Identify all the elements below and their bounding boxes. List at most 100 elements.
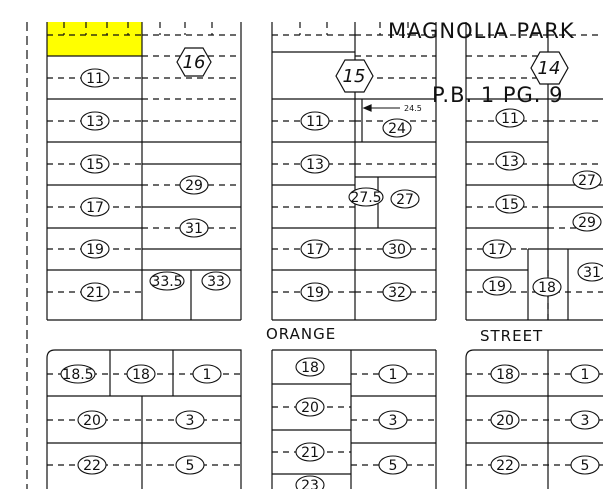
lot-number[interactable]: 19 bbox=[488, 279, 506, 295]
lot-number[interactable]: 3 bbox=[581, 413, 590, 429]
lot-number[interactable]: 15 bbox=[501, 197, 519, 213]
plat-book-label: P.B. 1 PG. 9 bbox=[432, 83, 564, 107]
lot-number[interactable]: 21 bbox=[301, 445, 319, 461]
lot-number[interactable]: 11 bbox=[86, 71, 104, 87]
lot-number-oval bbox=[482, 239, 512, 259]
lot-number[interactable]: 27.5 bbox=[350, 190, 381, 206]
lot-number[interactable]: 18 bbox=[538, 280, 556, 296]
lot-number[interactable]: 1 bbox=[203, 367, 212, 383]
lot-number[interactable]: 1 bbox=[389, 367, 398, 383]
lot-number[interactable]: 13 bbox=[306, 157, 324, 173]
lot-number-oval bbox=[80, 68, 110, 88]
lot-number-oval bbox=[295, 397, 325, 417]
block-14-hexagon bbox=[530, 51, 569, 85]
lot-number[interactable]: 24 bbox=[388, 121, 406, 137]
lot-number[interactable]: 5 bbox=[186, 458, 195, 474]
lot-number-oval bbox=[382, 239, 412, 259]
lot-number-oval bbox=[495, 194, 525, 214]
lot-number[interactable]: 23 bbox=[301, 478, 319, 489]
lot-number[interactable]: 17 bbox=[306, 242, 324, 258]
lot-number-oval bbox=[175, 410, 205, 430]
lot-number-oval bbox=[532, 277, 562, 297]
lot-number[interactable]: 19 bbox=[306, 285, 324, 301]
lot-number[interactable]: 20 bbox=[83, 413, 101, 429]
lot-number[interactable]: 20 bbox=[301, 400, 319, 416]
street-label-orange: ORANGE bbox=[266, 325, 336, 343]
lot-number-oval bbox=[77, 410, 107, 430]
lot-number[interactable]: 20 bbox=[496, 413, 514, 429]
lot-number[interactable]: 13 bbox=[501, 154, 519, 170]
lot-number[interactable]: 19 bbox=[86, 242, 104, 258]
lot-number[interactable]: 22 bbox=[83, 458, 101, 474]
lot-number-oval bbox=[495, 151, 525, 171]
block-16-hexagon bbox=[176, 47, 212, 77]
lot-number[interactable]: 31 bbox=[583, 265, 601, 281]
lot-number-oval bbox=[482, 276, 512, 296]
lot-number[interactable]: 18.5 bbox=[62, 367, 93, 383]
lot-number-oval bbox=[570, 455, 600, 475]
lot-number-oval bbox=[382, 118, 412, 138]
lot-number[interactable]: 3 bbox=[186, 413, 195, 429]
lot-number-oval bbox=[300, 282, 330, 302]
lot-number[interactable]: 5 bbox=[389, 458, 398, 474]
lot-number-oval bbox=[80, 239, 110, 259]
lot-number[interactable]: 17 bbox=[488, 242, 506, 258]
lot-number-oval bbox=[300, 111, 330, 131]
lot-number-oval bbox=[179, 175, 209, 195]
lot-number-oval bbox=[80, 154, 110, 174]
lot-number-oval bbox=[490, 455, 520, 475]
lot-number[interactable]: 17 bbox=[86, 200, 104, 216]
lot-number-oval bbox=[175, 455, 205, 475]
lot-number[interactable]: 27 bbox=[396, 192, 414, 208]
block-label: 15 bbox=[343, 66, 366, 87]
lot-number-oval bbox=[80, 111, 110, 131]
lot-number[interactable]: 29 bbox=[185, 178, 203, 194]
lot-number-oval bbox=[149, 271, 185, 291]
highlighted-parcel[interactable] bbox=[47, 22, 142, 56]
block-label: 14 bbox=[538, 58, 561, 79]
lot-number[interactable]: 32 bbox=[388, 285, 406, 301]
lot-number-oval bbox=[80, 282, 110, 302]
lot-number-oval bbox=[570, 364, 600, 384]
lot-number[interactable]: 22 bbox=[496, 458, 514, 474]
lot-number-oval bbox=[577, 262, 603, 282]
lot-number[interactable]: 18 bbox=[301, 360, 319, 376]
lot-number-oval bbox=[201, 271, 231, 291]
lot-number[interactable]: 18 bbox=[132, 367, 150, 383]
lot-number[interactable]: 21 bbox=[86, 285, 104, 301]
lot-number[interactable]: 31 bbox=[185, 221, 203, 237]
lot-number[interactable]: 33 bbox=[207, 274, 225, 290]
lot-number[interactable]: 11 bbox=[501, 111, 519, 127]
lot-number[interactable]: 1 bbox=[581, 367, 590, 383]
lot-number[interactable]: 15 bbox=[86, 157, 104, 173]
lot-number-oval bbox=[77, 455, 107, 475]
lot-number[interactable]: 29 bbox=[578, 215, 596, 231]
block-15-hexagon bbox=[335, 59, 374, 93]
lot-number[interactable]: 33.5 bbox=[151, 274, 182, 290]
lot-number[interactable]: 27 bbox=[578, 173, 596, 189]
lot-number-oval bbox=[490, 364, 520, 384]
lot-number-oval bbox=[179, 218, 209, 238]
lot-number-oval bbox=[300, 239, 330, 259]
lot-number-oval bbox=[495, 108, 525, 128]
lot-number[interactable]: 3 bbox=[389, 413, 398, 429]
lot-number-oval bbox=[378, 455, 408, 475]
lot-number-oval bbox=[570, 410, 600, 430]
lot-number-oval bbox=[295, 442, 325, 462]
lot-number-oval bbox=[348, 187, 384, 207]
lot-number[interactable]: 13 bbox=[86, 114, 104, 130]
lot-number[interactable]: 5 bbox=[581, 458, 590, 474]
lot-number[interactable]: 30 bbox=[388, 242, 406, 258]
lot-number-oval bbox=[295, 357, 325, 377]
lot-number-oval bbox=[378, 364, 408, 384]
subdivision-label: MAGNOLIA PARK bbox=[388, 19, 575, 43]
block-label: 16 bbox=[183, 52, 206, 73]
lot-number[interactable]: 18 bbox=[496, 367, 514, 383]
lot-number-oval bbox=[572, 212, 602, 232]
lot-number-oval bbox=[80, 197, 110, 217]
lot-number-oval bbox=[490, 410, 520, 430]
lot-number[interactable]: 11 bbox=[306, 114, 324, 130]
lot-number-oval bbox=[60, 364, 96, 384]
lot-number-oval bbox=[192, 364, 222, 384]
